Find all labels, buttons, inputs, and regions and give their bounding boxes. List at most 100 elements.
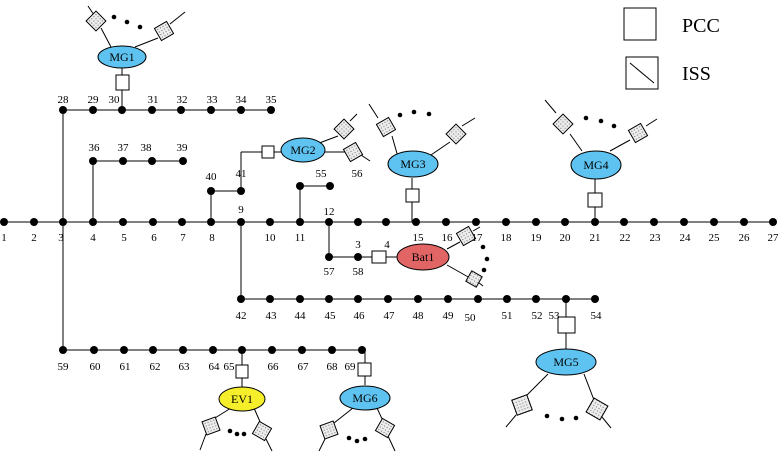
mg2-label: MG2 — [290, 143, 315, 157]
label-n40: 40 — [206, 171, 218, 183]
label-n1: 1 — [1, 232, 7, 244]
iss-mg4-left — [552, 113, 574, 135]
label-n47: 47 — [384, 310, 396, 322]
label-n44: 44 — [295, 310, 307, 322]
bus-node-26 — [740, 218, 748, 226]
bus-node-11 — [296, 218, 304, 226]
bus-node-4 — [89, 218, 97, 226]
bus-node-59 — [59, 346, 67, 354]
pcc-box-mg1 — [115, 74, 130, 91]
energy-sources — [97, 45, 622, 412]
feeder-lines — [4, 68, 773, 388]
label-n33: 33 — [207, 94, 219, 106]
legend-iss-label: ISS — [682, 63, 711, 85]
source-labels: MG1 MG2 MG3 MG4 MG5 MG6 EV1 Bat1 — [109, 50, 608, 406]
bus-node-7 — [178, 218, 186, 226]
label-n8: 8 — [209, 232, 215, 244]
bus-node-15 — [412, 218, 420, 226]
bus-node-55-left — [296, 182, 304, 190]
label-n9: 9 — [238, 204, 244, 216]
bus-node-66 — [268, 346, 276, 354]
label-n26: 26 — [739, 232, 751, 244]
label-n31: 31 — [148, 94, 159, 106]
label-n59: 59 — [58, 361, 70, 373]
label-n55: 55 — [316, 168, 328, 180]
bus-node-57 — [325, 253, 333, 261]
bus-node-6 — [149, 218, 157, 226]
bus-node-47 — [384, 295, 392, 303]
label-n3: 3 — [58, 232, 64, 244]
bus-node-27 — [769, 218, 777, 226]
bus-node-25 — [710, 218, 718, 226]
bus-node-60 — [90, 346, 98, 354]
label-n41: 41 — [236, 168, 247, 180]
bus-node-34 — [237, 106, 245, 114]
iss-mg2-top — [333, 118, 355, 140]
bat1-label: Bat1 — [412, 250, 435, 264]
iss-mg3-left — [375, 116, 397, 138]
bus-node-46 — [354, 295, 362, 303]
bus-node-29 — [89, 106, 97, 114]
bus-node-28 — [59, 106, 67, 114]
iss-mg6-left — [319, 420, 339, 440]
iss-mg3-right — [445, 123, 467, 145]
iss-mg1-left — [85, 10, 107, 32]
label-n17: 17 — [472, 232, 484, 244]
bus-node-51 — [503, 295, 511, 303]
bus-node-48 — [414, 295, 422, 303]
mg3-ellipse — [387, 150, 439, 178]
label-b3: 3 — [355, 239, 361, 251]
iss-devices — [85, 10, 649, 442]
mg5-ellipse — [535, 348, 597, 376]
label-n61: 61 — [120, 361, 131, 373]
bus-node-49 — [444, 295, 452, 303]
label-n64: 64 — [209, 361, 221, 373]
label-n28: 28 — [58, 94, 70, 106]
bus-node-12 — [325, 218, 333, 226]
pcc-box-mg5 — [557, 316, 576, 334]
bus-node-40 — [207, 187, 215, 195]
bus-node-20 — [561, 218, 569, 226]
label-n65: 65 — [224, 361, 236, 373]
bus-node-2 — [30, 218, 38, 226]
bus-node-8 — [207, 218, 215, 226]
bus-node-23 — [650, 218, 658, 226]
bus-node-31 — [148, 106, 156, 114]
ellipsis-dots — [111, 14, 617, 444]
label-n49: 49 — [443, 310, 455, 322]
node-labels: 1 2 3 4 5 6 7 8 9 10 11 12 15 16 17 18 1… — [1, 94, 779, 373]
bus-node-5 — [119, 218, 127, 226]
bus-node-69 — [358, 346, 366, 354]
iss-mg5-right — [585, 397, 609, 421]
label-n69: 69 — [345, 361, 357, 373]
label-n46: 46 — [354, 310, 366, 322]
label-n53: 53 — [549, 310, 561, 322]
bus-node-68 — [328, 346, 336, 354]
label-n43: 43 — [266, 310, 278, 322]
label-n12: 12 — [324, 206, 335, 218]
bus-node-18 — [502, 218, 510, 226]
iss-bat1-bottom — [465, 270, 483, 288]
pcc-box-mg3 — [405, 188, 420, 203]
mg3-label: MG3 — [400, 157, 425, 171]
label-n27: 27 — [768, 232, 780, 244]
label-n2: 2 — [31, 232, 37, 244]
pcc-box-mg6 — [357, 362, 372, 377]
mg1-label: MG1 — [109, 50, 134, 64]
bus-node-3 — [59, 218, 67, 226]
pcc-box-bat1 — [371, 250, 387, 264]
bus-node-39 — [179, 157, 187, 165]
bus-node-13 — [354, 218, 362, 226]
bus-node-14 — [382, 218, 390, 226]
label-n68: 68 — [327, 361, 339, 373]
mg5-label: MG5 — [553, 355, 578, 369]
legend-pcc-label: PCC — [682, 15, 720, 37]
label-n37: 37 — [118, 142, 130, 154]
label-n50: 50 — [465, 312, 477, 324]
label-n38: 38 — [141, 142, 153, 154]
bus-node-30 — [118, 106, 126, 114]
bus-node-32 — [177, 106, 185, 114]
bus-node-19 — [532, 218, 540, 226]
iss-mg4-right — [627, 122, 649, 144]
iss-mg1-right — [153, 20, 175, 42]
